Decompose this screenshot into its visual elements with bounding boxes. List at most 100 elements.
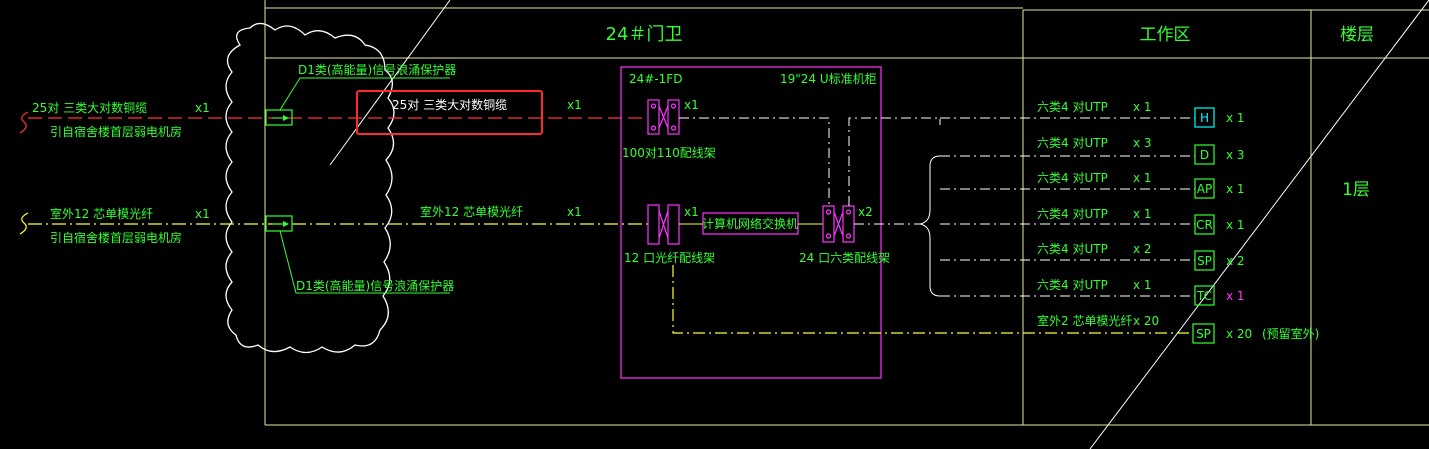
protector-bottom-label: D1类(高能量)信号浪涌保护器 (296, 278, 454, 293)
outlet-row-5-code: SP (1197, 254, 1212, 268)
outlet-row-outdoor: 室外2 芯单模光纤 x 20 SP x 20 (预留室外) (1037, 313, 1319, 344)
outdoor-cable: 室外2 芯单模光纤 (1037, 313, 1132, 328)
cat6-panel-qty: x2 (858, 205, 873, 219)
trunk-fiber-qty: x1 (567, 205, 582, 219)
fiber-panel-qty: x1 (684, 205, 699, 219)
header-floor: 楼层 (1340, 25, 1374, 45)
surge-protector-top-arrowhead (283, 115, 289, 121)
cat6-panel-left-block (822, 205, 835, 243)
outlet-row-5-cable-qty: x 2 (1133, 242, 1152, 256)
outlet-row-1-code: H (1200, 111, 1209, 125)
cat6-panel-port-2 (825, 233, 832, 239)
outlet-row-4-qty: x 1 (1226, 218, 1245, 232)
outlet-row-5-cable: 六类4 对UTP (1037, 242, 1108, 256)
trunk-fiber-label: 室外12 芯单模光纤 (420, 204, 523, 219)
copper-input-source: 引自宿舍楼首层弱电机房 (50, 124, 182, 139)
outlet-rows: 六类4 对UTP x 1 H x 1 六类4 对UTP x 3 D x 3 六类… (940, 100, 1319, 344)
outlet-row-4-cable-qty: x 1 (1133, 207, 1152, 221)
outlet-row-2-cable: 六类4 对UTP (1037, 136, 1108, 150)
fiber-input-label: 室外12 芯单模光纤 (50, 206, 153, 221)
diagonal-lines (329, 0, 1429, 449)
outdoor-outlet-note: (预留室外) (1262, 326, 1319, 341)
outdoor-cable-qty: x 20 (1133, 314, 1159, 328)
panel-110-port-2 (650, 125, 657, 131)
outlet-row-2-cable-qty: x 3 (1133, 136, 1152, 150)
outlet-row-3: 六类4 对UTP x 1 AP x 1 (940, 171, 1245, 199)
outlet-row-5-qty: x 2 (1226, 254, 1245, 268)
surge-protector-top (265, 109, 293, 126)
fiber-break-symbol (19, 212, 29, 235)
outlet-row-3-cable: 六类4 对UTP (1037, 171, 1108, 185)
fiber-panel-label: 12 口光纤配线架 (624, 251, 715, 265)
outlet-row-6: 六类4 对UTP x 1 TC x 1 (940, 278, 1245, 306)
outlet-row-1-cable-qty: x 1 (1133, 100, 1152, 114)
outlet-row-3-code: AP (1197, 182, 1212, 196)
surge-protector-bottom-arrowhead (283, 221, 289, 227)
outlet-row-3-qty: x 1 (1226, 182, 1245, 196)
protector-bottom-leader (279, 230, 450, 294)
outlet-row-1-box (1194, 107, 1215, 128)
network-switch-label: 计算机网络交换机 (702, 216, 798, 231)
outlet-row-2-box (1194, 144, 1215, 165)
outdoor-outlet-box (1192, 323, 1215, 344)
highlight-box (356, 90, 543, 135)
copper-break-symbol (19, 111, 29, 134)
cat6-panel-label: 24 口六类配线架 (799, 251, 890, 265)
outlet-row-4-code: CR (1196, 218, 1213, 232)
outlet-row-1: 六类4 对UTP x 1 H x 1 (940, 100, 1245, 128)
outlet-row-2: 六类4 对UTP x 3 D x 3 (940, 136, 1245, 165)
fiber-input-source: 引自宿舍楼首层弱电机房 (50, 230, 182, 245)
outdoor-outlet-qty: x 20 (1226, 327, 1252, 341)
panel-110-label: 100对110配线架 (622, 146, 716, 160)
copper-input-label: 25对 三类大对数铜缆 (32, 100, 147, 115)
floor-label: 1层 (1342, 180, 1370, 200)
outlet-row-6-qty: x 1 (1226, 289, 1245, 303)
panel-110-left-block (647, 99, 660, 135)
panel-110-port-4 (670, 125, 677, 131)
outlet-row-2-code: D (1200, 148, 1209, 162)
panel-110-right-block (667, 99, 680, 135)
diagonal-line-right (1089, 0, 1429, 449)
cabinet-frame (620, 66, 882, 379)
fiber-panel-cross-b (658, 210, 669, 239)
cat6-panel-port-1 (825, 209, 832, 215)
cat6-panel-port-3 (845, 209, 852, 215)
panel-110 (647, 99, 680, 135)
outdoor-outlet-code: SP (1196, 327, 1211, 341)
copper-input-qty: x1 (195, 101, 210, 115)
cat6-panel-port-4 (845, 233, 852, 239)
table-frame (264, 0, 1429, 426)
header-work-area: 工作区 (1140, 25, 1191, 45)
outlet-row-4: 六类4 对UTP x 1 CR x 1 (940, 207, 1245, 235)
surge-protector-bottom-box (265, 215, 293, 232)
outlet-row-1-cable: 六类4 对UTP (1037, 100, 1108, 114)
trunk-copper-label: 25对 三类大对数铜缆 (392, 97, 507, 112)
outlet-row-6-cable: 六类4 对UTP (1037, 278, 1108, 292)
outlet-row-5-box (1194, 250, 1215, 271)
panel-110-qty: x1 (684, 98, 699, 112)
protector-top-label: D1类(高能量)信号浪涌保护器 (298, 62, 456, 77)
outlet-row-4-cable: 六类4 对UTP (1037, 207, 1108, 221)
revision-cloud (225, 22, 395, 354)
panel-110-cross-b (658, 105, 669, 129)
outlet-row-4-box (1194, 214, 1215, 235)
outlet-row-5: 六类4 对UTP x 2 SP x 2 (940, 242, 1245, 271)
fiber-panel-left-block (647, 204, 660, 245)
cabinet-title: 24#-1FD (629, 72, 682, 86)
outlet-row-6-code: TC (1196, 289, 1212, 303)
diagonal-line-left (329, 0, 451, 166)
surge-protector-top-box (265, 109, 293, 126)
fiber-input-qty: x1 (195, 207, 210, 221)
copper-jumper-110-right (848, 117, 941, 206)
trunk-copper-qty: x1 (567, 98, 582, 112)
cabinet-rack-label: 19"24 U标准机柜 (780, 72, 877, 86)
copper-jumper-110-left (679, 117, 830, 206)
outlet-row-3-cable-qty: x 1 (1133, 171, 1152, 185)
outlet-row-3-box (1194, 178, 1215, 199)
panel-110-port-1 (650, 103, 657, 109)
outlet-row-6-box (1194, 285, 1215, 306)
cat6-panel-cross-b (833, 211, 844, 237)
panel-110-port-3 (670, 103, 677, 109)
protector-top-leader (279, 77, 450, 111)
surge-protector-bottom (265, 215, 293, 232)
